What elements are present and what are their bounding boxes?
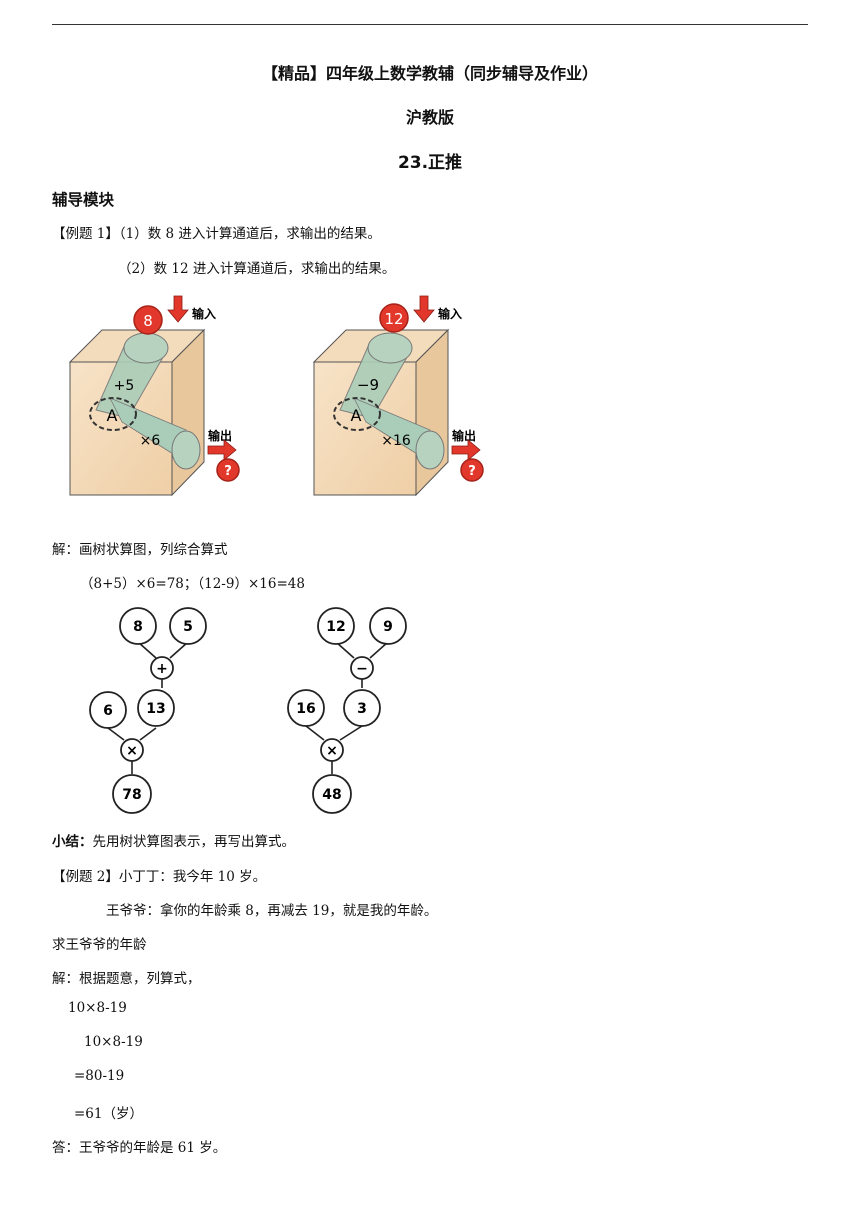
example2-tag: 【例题 2】 (52, 869, 119, 885)
tree1-node-a: 8 (133, 619, 143, 635)
example2-solution-intro: 解：根据题意，列算式， (52, 971, 201, 987)
machine1-result: ? (224, 464, 232, 479)
example2-dialog2: 王爷爷：拿你的年龄乘 8，再减去 19，就是我的年龄。 (106, 903, 438, 919)
tree1-node-d: 13 (146, 701, 165, 717)
example2-question: 求王爷爷的年龄 (52, 937, 147, 953)
example2-step1: 10×8-19 (68, 1000, 127, 1016)
machine2-mid: A (351, 406, 362, 425)
tree2-node-b: 9 (383, 619, 393, 635)
summary-line: 小结：先用树状算图表示，再写出算式。 (52, 830, 295, 850)
machine1-input-circle (133, 305, 163, 335)
example2-step2: 10×8-19 (84, 1034, 143, 1050)
machine1-output-circle (216, 458, 240, 482)
tree2-node-c: 16 (296, 701, 315, 717)
right-arrow-icon (207, 439, 237, 461)
machine2-output-circle (460, 458, 484, 482)
machine2-op2: ×16 (381, 433, 411, 449)
example2-line1: 【例题 2】小丁丁：我今年 10 岁。 (52, 865, 266, 885)
example1-part2: （2）数 12 进入计算通道后，求输出的结果。 (118, 261, 396, 277)
example1-part1: （1）数 8 进入计算通道后，求输出的结果。 (118, 226, 381, 242)
machine1-op2: ×6 (140, 433, 161, 449)
machine1-input: 8 (143, 312, 153, 330)
tree1-node-b: 5 (183, 619, 193, 635)
tree2-op2: × (326, 743, 338, 759)
right-arrow-icon (451, 439, 481, 461)
tree2-result: 48 (322, 787, 341, 803)
summary-label: 小结： (52, 834, 93, 850)
down-arrow-icon (167, 295, 189, 323)
example2-dialog1: 小丁丁：我今年 10 岁。 (118, 869, 267, 885)
tree2-op1: − (356, 661, 368, 677)
machine2-result: ? (468, 464, 476, 479)
machine2-out-label: 输出 (452, 428, 476, 443)
header-rule (52, 24, 808, 25)
example2-step4: =61（岁） (74, 1106, 143, 1122)
machine1-out-label: 输出 (208, 428, 232, 443)
example1-line1: 【例题 1】（1）数 8 进入计算通道后，求输出的结果。 (52, 222, 381, 242)
tree-diagram-1: 8 5 + 6 13 × 78 (89, 607, 207, 814)
document-title: 【精品】四年级上数学教辅（同步辅导及作业） (261, 64, 598, 83)
tree-diagram-2: 12 9 − 16 3 × 48 (287, 607, 407, 814)
machine2-input: 12 (384, 310, 403, 328)
tree2-node-a: 12 (326, 619, 345, 635)
example2-answer: 答：王爷爷的年龄是 61 岁。 (52, 1140, 227, 1156)
machine-diagram-2: A −9 ×16 12 输入 输出 ? (312, 295, 484, 497)
chapter-title: 23.正推 (397, 153, 463, 173)
example1-tag: 【例题 1】 (52, 226, 119, 242)
machine1-mid: A (107, 406, 118, 425)
section-heading: 辅导模块 (52, 191, 115, 209)
machine2-op1: −9 (357, 376, 379, 394)
tree1-op2: × (126, 743, 138, 759)
machine-diagram-1: A +5 ×6 8 输入 输出 ? (68, 295, 240, 497)
machine1-op1: +5 (114, 378, 135, 394)
tree1-op1: + (156, 661, 168, 677)
solution1-formula: （8+5）×6=78；（12-9）×16=48 (80, 576, 305, 592)
tree2-node-d: 3 (357, 701, 367, 717)
summary-text: 先用树状算图表示，再写出算式。 (92, 834, 296, 850)
down-arrow-icon (413, 295, 435, 323)
machine2-in-label: 输入 (438, 306, 462, 321)
tree1-node-c: 6 (103, 703, 113, 719)
machine1-in-label: 输入 (192, 306, 216, 321)
example2-step3: =80-19 (74, 1068, 125, 1084)
tree1-result: 78 (122, 787, 141, 803)
edition-label: 沪教版 (405, 108, 454, 127)
machine2-input-circle (379, 303, 409, 333)
solution1-intro: 解：画树状算图，列综合算式 (52, 542, 228, 558)
